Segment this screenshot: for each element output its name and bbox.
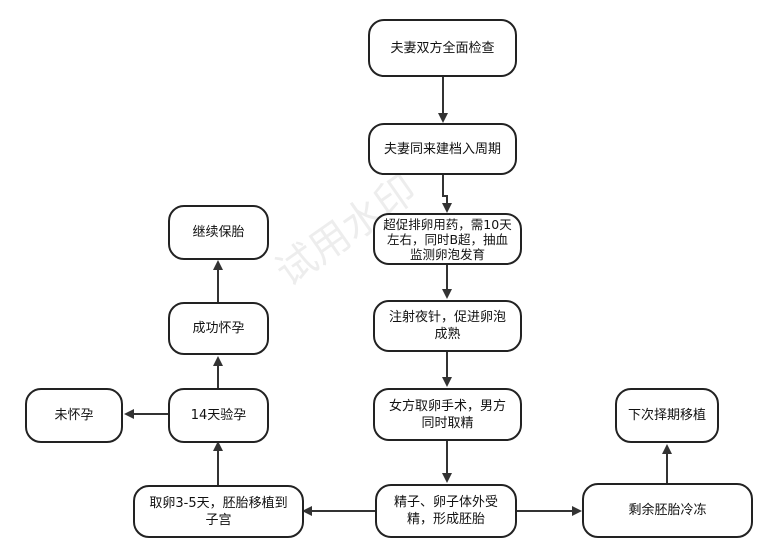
node-next-transfer: 下次择期移植 (615, 388, 719, 443)
node-checkup: 夫妻双方全面检查 (368, 19, 517, 77)
node-test14: 14天验孕 (168, 388, 269, 443)
node-stimulation: 超促排卵用药，需10天左右，同时B超，抽血监测卵泡发育 (373, 213, 522, 265)
node-transfer: 取卵3-5天，胚胎移植到子宫 (133, 485, 304, 538)
node-retrieval: 女方取卵手术，男方同时取精 (373, 388, 522, 441)
node-pregnant: 成功怀孕 (168, 302, 269, 355)
node-not-pregnant: 未怀孕 (25, 388, 123, 443)
node-freeze: 剩余胚胎冷冻 (582, 483, 753, 538)
arrow-register-to-stimulation (442, 175, 452, 213)
node-continue: 继续保胎 (168, 205, 269, 260)
node-fertilization: 精子、卵子体外受精，形成胚胎 (375, 484, 517, 538)
node-trigger: 注射夜针，促进卵泡成熟 (373, 300, 522, 352)
node-register: 夫妻同来建档入周期 (368, 123, 517, 175)
